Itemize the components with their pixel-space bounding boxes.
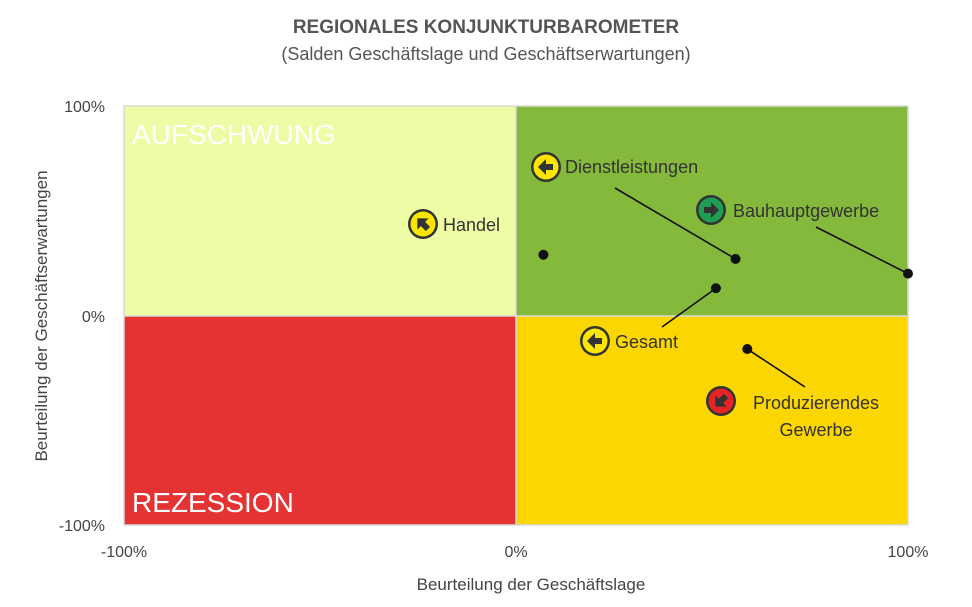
callout-line-dienstleistungen (614, 187, 736, 260)
chart-title: REGIONALES KONJUNKTURBAROMETER (293, 17, 680, 38)
x-axis-label: Beurteilung der Geschäftslage (417, 575, 646, 594)
point-label-gesamt: Gesamt (615, 332, 678, 352)
data-point-dienstleistungen (730, 253, 741, 264)
y-axis-label: Beurteilung der Geschäftserwartungen (32, 170, 51, 461)
quadrant-top-left (124, 106, 516, 316)
quadrant-label-rezession: REZESSION (132, 487, 294, 518)
quadrant-label-aufschwung: AUFSCHWUNG (132, 119, 336, 150)
callout-line-gesamt (661, 287, 717, 328)
data-point-handel (538, 249, 549, 260)
callout-line-produzierendes-gewerbe (746, 348, 806, 388)
point-label-bauhauptgewerbe: Bauhauptgewerbe (733, 201, 879, 221)
y-tick-100: 100% (64, 99, 105, 116)
quadrant-bottom-left (124, 316, 516, 525)
arrow-up-left-icon (408, 209, 438, 239)
data-points-layer: DienstleistungenBauhauptgewerbeHandelGes… (408, 152, 913, 440)
arrow-left-icon (531, 152, 561, 182)
point-label-handel: Handel (443, 215, 500, 235)
callout-line-bauhauptgewerbe (815, 226, 909, 275)
data-point-bauhauptgewerbe (903, 268, 913, 279)
arrow-left-icon (580, 326, 610, 356)
chart-subtitle: (Salden Geschäftslage und Geschäftserwar… (281, 44, 690, 64)
data-point-gesamt (710, 283, 721, 294)
data-point-produzierendes-gewerbe (742, 344, 753, 355)
x-tick-100: 100% (888, 544, 929, 561)
y-tick-minus-100: -100% (59, 518, 105, 535)
x-tick-0: 0% (504, 544, 527, 561)
arrow-right-icon (696, 195, 726, 225)
x-tick-minus-100: -100% (101, 544, 147, 561)
y-tick-0: 0% (82, 309, 105, 326)
arrow-down-left-icon (706, 386, 736, 416)
point-label-dienstleistungen: Dienstleistungen (565, 157, 698, 177)
quadrant-bottom-right (516, 316, 908, 525)
